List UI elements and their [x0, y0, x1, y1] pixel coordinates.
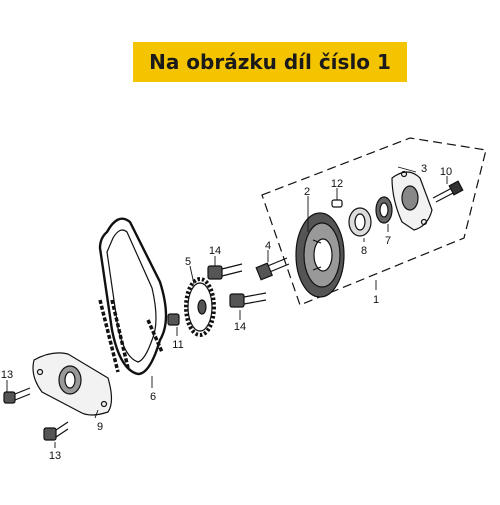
callout-14-upper: 14 [209, 245, 221, 257]
drive-chain [98, 217, 168, 376]
mount-bolt-left [3, 387, 31, 404]
callout-13-left: 13 [1, 369, 13, 381]
callout-labels: 1 2 3 4 5 6 7 8 9 10 11 12 13 13 14 14 [1, 163, 452, 462]
outer-rotor [348, 207, 372, 237]
callout-4: 4 [265, 240, 271, 252]
leader-lines [6, 166, 448, 448]
drive-shaft [255, 257, 290, 281]
callout-11: 11 [172, 339, 183, 351]
locating-pin [331, 199, 343, 208]
mount-bolt-lower [43, 421, 69, 441]
inner-rotor [375, 196, 393, 224]
banner-text: Na obrázku díl číslo 1 [149, 50, 391, 74]
callout-14-lower: 14 [234, 321, 246, 333]
sprocket-nut [167, 313, 180, 326]
callout-1: 1 [373, 294, 379, 306]
callout-12: 12 [331, 178, 343, 190]
pump-body [295, 212, 345, 298]
callout-10: 10 [440, 166, 452, 178]
pump-sprocket [184, 277, 216, 337]
cover-bolt [432, 180, 464, 203]
callout-8: 8 [361, 245, 367, 257]
chain-guide-plate [32, 352, 113, 416]
callout-2: 2 [304, 186, 310, 198]
pump-bolt-lower [229, 292, 267, 308]
callout-7: 7 [385, 235, 391, 247]
pump-cover [391, 170, 433, 231]
callout-3: 3 [421, 163, 427, 175]
part-number-banner: Na obrázku díl číslo 1 [133, 42, 407, 82]
callout-9: 9 [97, 421, 103, 433]
callout-6: 6 [150, 391, 156, 403]
callout-5: 5 [185, 256, 191, 268]
callout-13-lower: 13 [49, 450, 61, 462]
pump-bolt-upper [207, 263, 243, 280]
assembly-1-outline [261, 137, 487, 306]
